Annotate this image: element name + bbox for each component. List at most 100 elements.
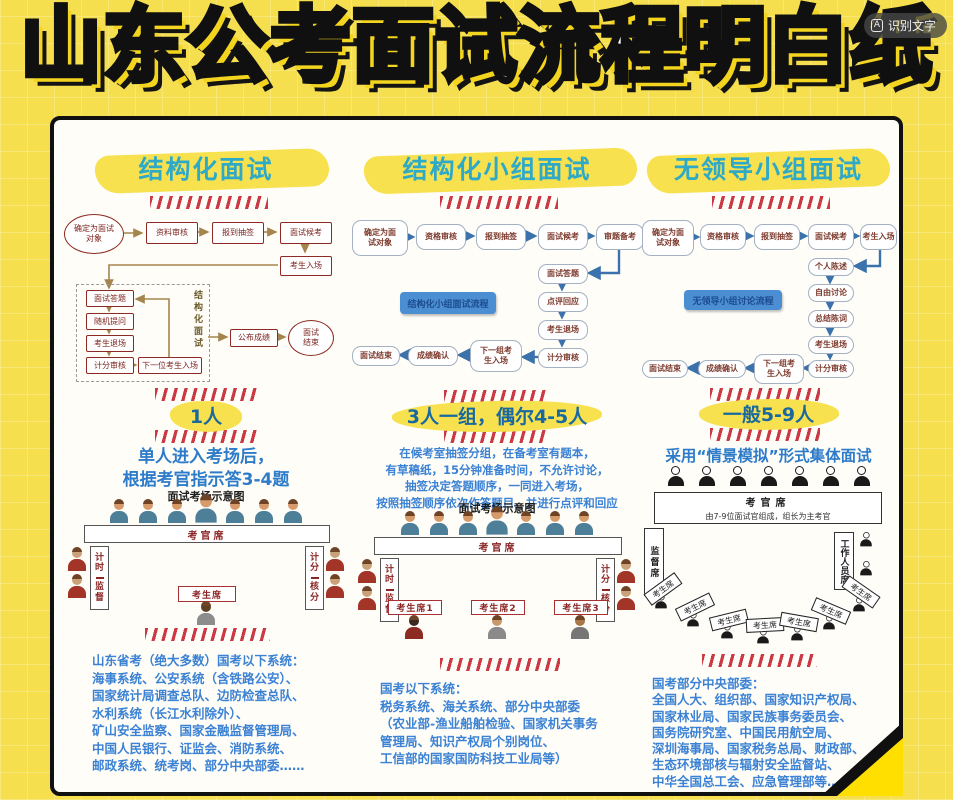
- flow-node: 总结陈词: [808, 310, 854, 328]
- flow-node-start: 确定为面试对象: [64, 214, 124, 254]
- flow-node-end: 面试结束: [642, 360, 688, 378]
- flow-node-end: 面试结束: [288, 320, 334, 356]
- candidate-icon: [488, 615, 506, 641]
- examiner-icon: [168, 499, 186, 525]
- worker-icon: [860, 561, 873, 579]
- timer-supervisor-label: 计时 监督: [90, 546, 109, 610]
- examiner-desk: 考官席: [374, 537, 622, 555]
- column-structured-interview: 结构化面试: [60, 120, 352, 792]
- flow-node: 个人陈述: [808, 258, 854, 276]
- flow-node: 自由讨论: [808, 284, 854, 302]
- supervisor-icon: [68, 547, 86, 573]
- worker-icon: [860, 532, 873, 550]
- flow-node: 下一组考生入场: [470, 340, 522, 372]
- examiner-icon: [575, 511, 593, 537]
- flow-node: 下一组考生入场: [754, 354, 804, 384]
- flow-node: 考生退场: [538, 320, 588, 340]
- timer-supervisor-icons: [358, 559, 376, 612]
- flow-node: 面试候考: [280, 222, 332, 244]
- flow-node: 考生入场: [280, 256, 332, 276]
- examiner-row: [642, 466, 895, 491]
- scorer-icon: [617, 559, 635, 585]
- flowchart-structured-group: 确定为面试对象 资格审核 报到抽签 面试候考 审题备考 面试答题 点评回应 考生…: [352, 208, 644, 384]
- examiner-icon: [255, 499, 273, 525]
- examiner-icon: [517, 511, 535, 537]
- candidate-seat-label: 考生席2: [471, 600, 525, 615]
- flow-node: 成绩确认: [408, 346, 458, 366]
- room-diagram-structured-group: 面试考场示意图 考官席 计时 监督: [352, 500, 642, 652]
- slash-divider: [702, 654, 817, 667]
- format-description: 在候考室抽签分组，在备考室有题本，有草稿纸，15分钟准备时间，不允许讨论， 抽签…: [376, 446, 618, 511]
- score-check-label: 计分 核分: [305, 546, 324, 610]
- flow-node: 考生入场: [860, 224, 897, 250]
- flow-node: 资料审核: [146, 222, 198, 244]
- flow-node: 考生退场: [808, 336, 854, 354]
- column2-title: 结构化小组面试: [352, 147, 642, 195]
- candidate-icon: [571, 615, 589, 641]
- examiner-icon: [729, 466, 747, 491]
- examiner-desk: 考官席: [84, 525, 330, 543]
- room-diagram-leaderless: 考官席 由7-9位面试官组成，组长为主考官 监督席 工作人员席 考生席 考生席 …: [642, 466, 895, 648]
- flow-node: 面试答题: [538, 264, 588, 284]
- examiner-icon: [546, 511, 564, 537]
- examiner-icon: [667, 466, 685, 491]
- examiner-icon: [459, 511, 477, 537]
- flow-node: 计分审核: [86, 357, 134, 374]
- loop-box-label: 结构化面试: [192, 290, 202, 350]
- candidate-seat-label: 考生席3: [554, 600, 608, 615]
- ocr-text-button[interactable]: A 识别文字: [863, 13, 947, 38]
- flow-node-end: 面试结束: [352, 346, 400, 366]
- examiner-row: [60, 494, 352, 525]
- flow-node: 计分审核: [808, 360, 854, 378]
- examiner-icon: [401, 511, 419, 537]
- flow-node: 报到抽签: [476, 224, 526, 250]
- examiner-icon: [139, 499, 157, 525]
- examiner-desk: 考官席 由7-9位面试官组成，组长为主考官: [654, 492, 882, 524]
- group-size: 3人一组，偶尔4-5人: [352, 397, 642, 436]
- slash-divider: [145, 628, 270, 641]
- flow-node: 面试候考: [808, 224, 854, 250]
- flow-node: 公布成绩: [230, 329, 278, 347]
- slash-divider: [712, 196, 830, 209]
- slash-divider: [440, 196, 558, 209]
- flow-arrows: [104, 227, 310, 370]
- flow-node: 报到抽签: [212, 222, 264, 244]
- flow-node: 考生退场: [86, 335, 134, 352]
- flow-node: 报到抽签: [754, 224, 800, 250]
- examiner-icon: [853, 466, 871, 491]
- slash-divider: [440, 658, 560, 671]
- examiner-icon: [791, 466, 809, 491]
- flow-badge: 无领导小组讨论流程: [684, 290, 782, 310]
- staff-icons: [857, 532, 875, 586]
- flow-node: 资格审核: [416, 224, 466, 250]
- scorer-icons: [326, 547, 344, 600]
- examiner-row: [352, 506, 642, 537]
- examiner-icon: [110, 499, 128, 525]
- examiner-icon: [822, 466, 840, 491]
- flow-node: 资格审核: [700, 224, 746, 250]
- examiner-icon: [226, 499, 244, 525]
- content-card: 结构化面试: [50, 116, 903, 796]
- supervisor-icon: [68, 574, 86, 600]
- slash-divider: [155, 430, 260, 443]
- group-size: 1人: [60, 399, 352, 434]
- column1-title: 结构化面试: [60, 147, 352, 195]
- page-title: 山东公考面试流程明白纸: [17, 0, 934, 96]
- slash-divider: [150, 196, 268, 209]
- flow-node: 审题备考: [596, 224, 644, 250]
- flow-node: 面试候考: [538, 224, 588, 250]
- slash-divider: [710, 388, 820, 401]
- candidate-desk-label: 考生席: [779, 611, 819, 633]
- examiner-icon: [698, 466, 716, 491]
- column-structured-group-interview: 结构化小组面试: [352, 120, 644, 792]
- scorer-icon: [617, 586, 635, 612]
- flow-node: 下一位考生入场: [138, 357, 202, 374]
- flow-node: 成绩确认: [698, 360, 746, 378]
- candidate-seat-label: 考生席: [178, 586, 236, 602]
- applicable-systems-list: 国考部分中央部委：全国人大、组织部、国家知识产权局、 国家林业局、国家民族事务委…: [652, 676, 865, 789]
- loop-dashed-box: [76, 284, 210, 382]
- slash-divider: [710, 428, 820, 441]
- examiner-icon: [430, 511, 448, 537]
- format-description: 采用“情景模拟”形式集体面试: [665, 447, 872, 465]
